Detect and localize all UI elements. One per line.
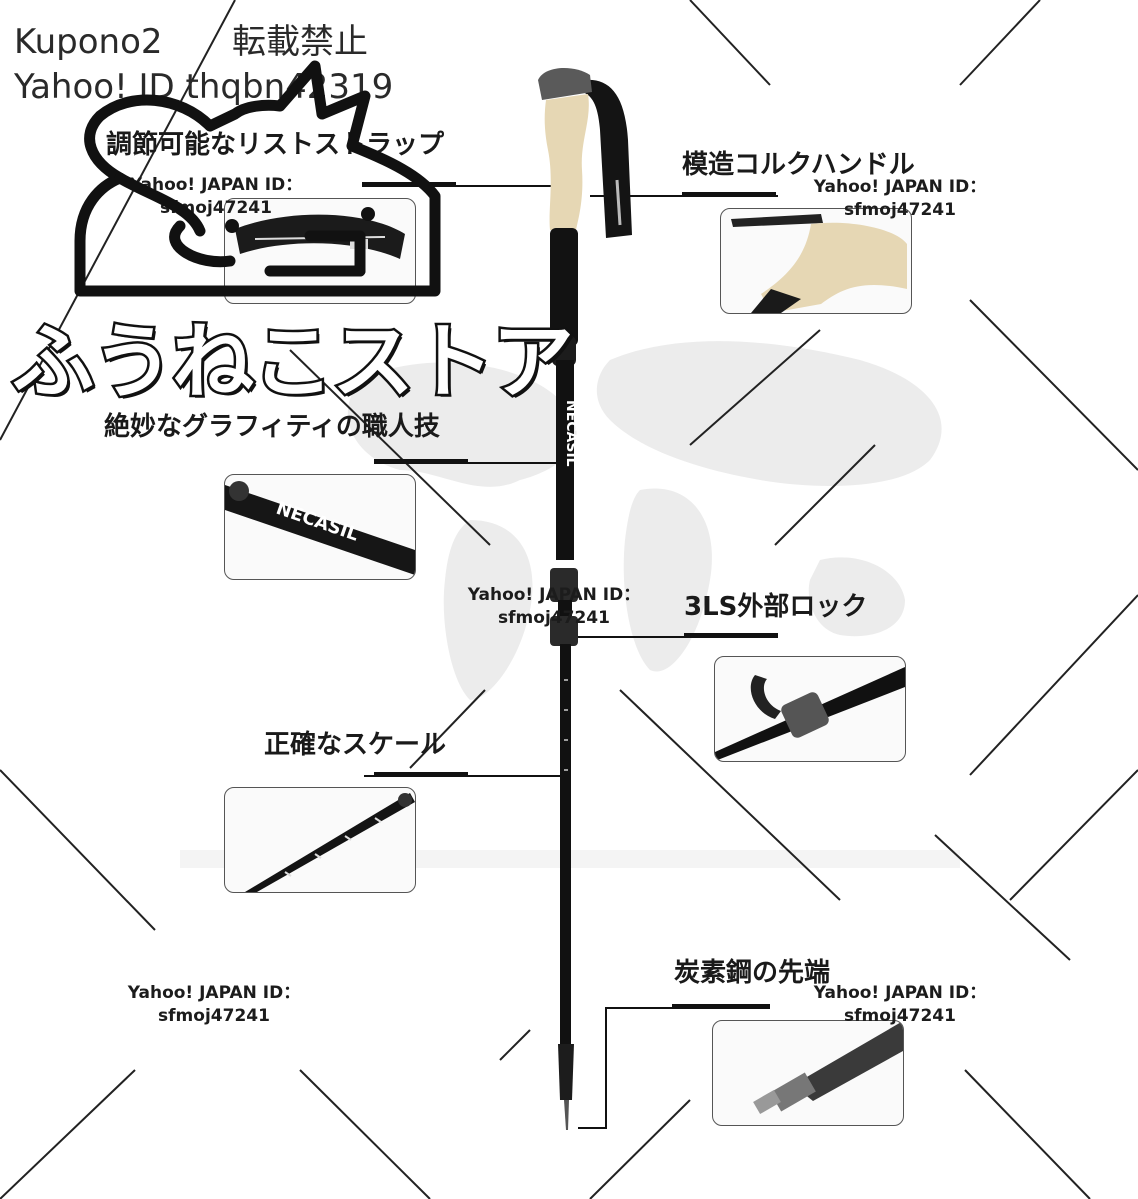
pole-strap bbox=[582, 79, 632, 239]
watermark-id: sfmoj47241 bbox=[844, 200, 956, 220]
pole-lock-lower bbox=[550, 616, 578, 646]
cork-handle-photo bbox=[720, 208, 912, 314]
store-name: ふうねこストア bbox=[9, 315, 576, 410]
watermark: Yahoo! JAPAN ID： sfmoj47241 bbox=[800, 176, 1000, 222]
trekking-pole: NECASIL bbox=[538, 68, 632, 1130]
watermark-label: Yahoo! JAPAN ID： bbox=[129, 175, 303, 195]
watermark: Yahoo! JAPAN ID： sfmoj47241 bbox=[800, 982, 1000, 1028]
yahoo-id-line: Yahoo! ID thqbn42319 bbox=[14, 67, 394, 107]
scale-marking-photo bbox=[224, 787, 416, 893]
watermark-label: Yahoo! JAPAN ID： bbox=[127, 983, 301, 1003]
scale-marking-icon bbox=[245, 793, 415, 892]
watermark: Yahoo! JAPAN ID： sfmoj47241 bbox=[114, 982, 314, 1028]
watermark-label: Yahoo! JAPAN ID： bbox=[813, 177, 987, 197]
pole-graphic-photo: NECASIL bbox=[224, 474, 416, 580]
seller-name: Kupono2 bbox=[14, 22, 163, 62]
cat-outline-icon bbox=[74, 60, 441, 297]
no-repost-notice: 転載禁止 bbox=[232, 22, 368, 62]
pole-lock-upper bbox=[550, 568, 578, 602]
feature-title-wrist-strap: 調節可能なリストストラップ bbox=[106, 130, 445, 160]
watermark-id: sfmoj47241 bbox=[158, 1006, 270, 1026]
pole-cap bbox=[538, 68, 592, 100]
external-lock-photo bbox=[714, 656, 906, 762]
feature-title-cork-handle: 模造コルクハンドル bbox=[682, 150, 915, 180]
pole-foam-grip bbox=[550, 228, 578, 346]
feature-title-scale: 正確なスケール bbox=[264, 730, 447, 760]
feature-title-external-lock: 3LS外部ロック bbox=[684, 592, 868, 622]
external-lock-icon bbox=[715, 667, 905, 761]
pole-cork-grip bbox=[544, 94, 589, 230]
watermark-label: Yahoo! JAPAN ID： bbox=[467, 585, 641, 605]
pole-upper-section bbox=[556, 360, 574, 560]
feature-title-steel-tip: 炭素鋼の先端 bbox=[674, 958, 831, 988]
world-map-silhouette bbox=[180, 341, 960, 868]
watermark-id: sfmoj47241 bbox=[498, 608, 610, 628]
feature-title-graffiti: 絶妙なグラフィティの職人技 bbox=[104, 412, 440, 442]
pole-tip bbox=[564, 1100, 569, 1130]
watermark-label: Yahoo! JAPAN ID： bbox=[813, 983, 987, 1003]
pole-brand-text: NECASIL bbox=[563, 400, 579, 467]
watermark: Yahoo! JAPAN ID： sfmoj47241 bbox=[454, 584, 654, 630]
watermark-id: sfmoj47241 bbox=[844, 1006, 956, 1026]
cork-handle-icon bbox=[731, 214, 907, 313]
carbon-steel-tip-photo bbox=[712, 1020, 904, 1126]
pole-tip-basket bbox=[558, 1044, 574, 1100]
pole-lower-section bbox=[560, 644, 571, 1044]
pole-graphic-icon: NECASIL bbox=[225, 481, 415, 575]
carbon-steel-tip-icon bbox=[753, 1021, 903, 1115]
